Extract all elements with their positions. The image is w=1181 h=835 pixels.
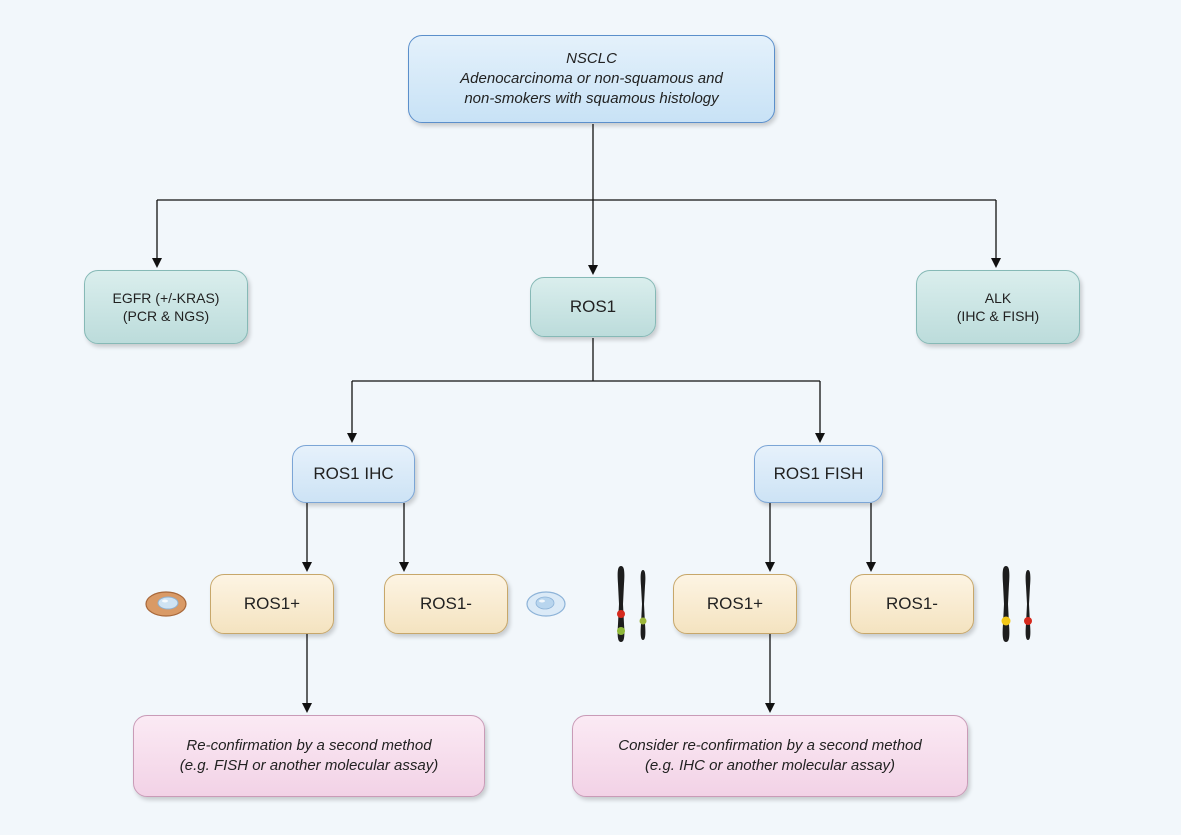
node-egfr: EGFR (+/-KRAS) (PCR & NGS) (84, 270, 248, 344)
node-ros1-fish: ROS1 FISH (754, 445, 883, 503)
ros1-ihc-label: ROS1 IHC (313, 464, 394, 483)
fish-positive-label: ROS1+ (706, 594, 764, 613)
ihc-positive-label: ROS1+ (243, 594, 301, 613)
egfr-label: EGFR (+/-KRAS) (112, 290, 220, 306)
ihc-negative-label: ROS1- (420, 594, 472, 613)
stained-cell-icon (145, 591, 187, 617)
node-fish-confirmation: Consider re-confirmation by a second met… (572, 715, 968, 797)
root-title: NSCLC (566, 50, 617, 67)
node-fish-positive: ROS1+ (673, 574, 797, 634)
alk-method: (IHC & FISH) (956, 308, 1040, 324)
node-ihc-negative: ROS1- (384, 574, 508, 634)
node-ros1-ihc: ROS1 IHC (292, 445, 415, 503)
fish-negative-label: ROS1- (886, 594, 938, 613)
node-ros1: ROS1 (530, 277, 656, 337)
node-fish-negative: ROS1- (850, 574, 974, 634)
ros1-label: ROS1 (569, 297, 617, 316)
unstained-cell-icon (526, 591, 566, 617)
root-line-3: non-smokers with squamous histology (464, 90, 719, 107)
chromosome-pair-positive-icon (617, 566, 647, 642)
node-ihc-confirmation: Re-confirmation by a second method (e.g.… (133, 715, 485, 797)
fish-confirm-line-2: (e.g. IHC or another molecular assay) (644, 757, 896, 774)
node-ihc-positive: ROS1+ (210, 574, 334, 634)
ros1-fish-label: ROS1 FISH (773, 464, 864, 483)
ihc-confirm-line-2: (e.g. FISH or another molecular assay) (179, 757, 439, 774)
ihc-confirm-line-1: Re-confirmation by a second method (186, 737, 432, 754)
fish-confirm-line-1: Consider re-confirmation by a second met… (618, 737, 922, 754)
chromosome-pair-negative-icon (1001, 566, 1032, 642)
egfr-method: (PCR & NGS) (122, 308, 210, 324)
root-node-nsclc: NSCLC Adenocarcinoma or non-squamous and… (408, 35, 775, 123)
node-alk: ALK (IHC & FISH) (916, 270, 1080, 344)
alk-label: ALK (984, 290, 1012, 306)
root-line-2: Adenocarcinoma or non-squamous and (460, 70, 723, 87)
